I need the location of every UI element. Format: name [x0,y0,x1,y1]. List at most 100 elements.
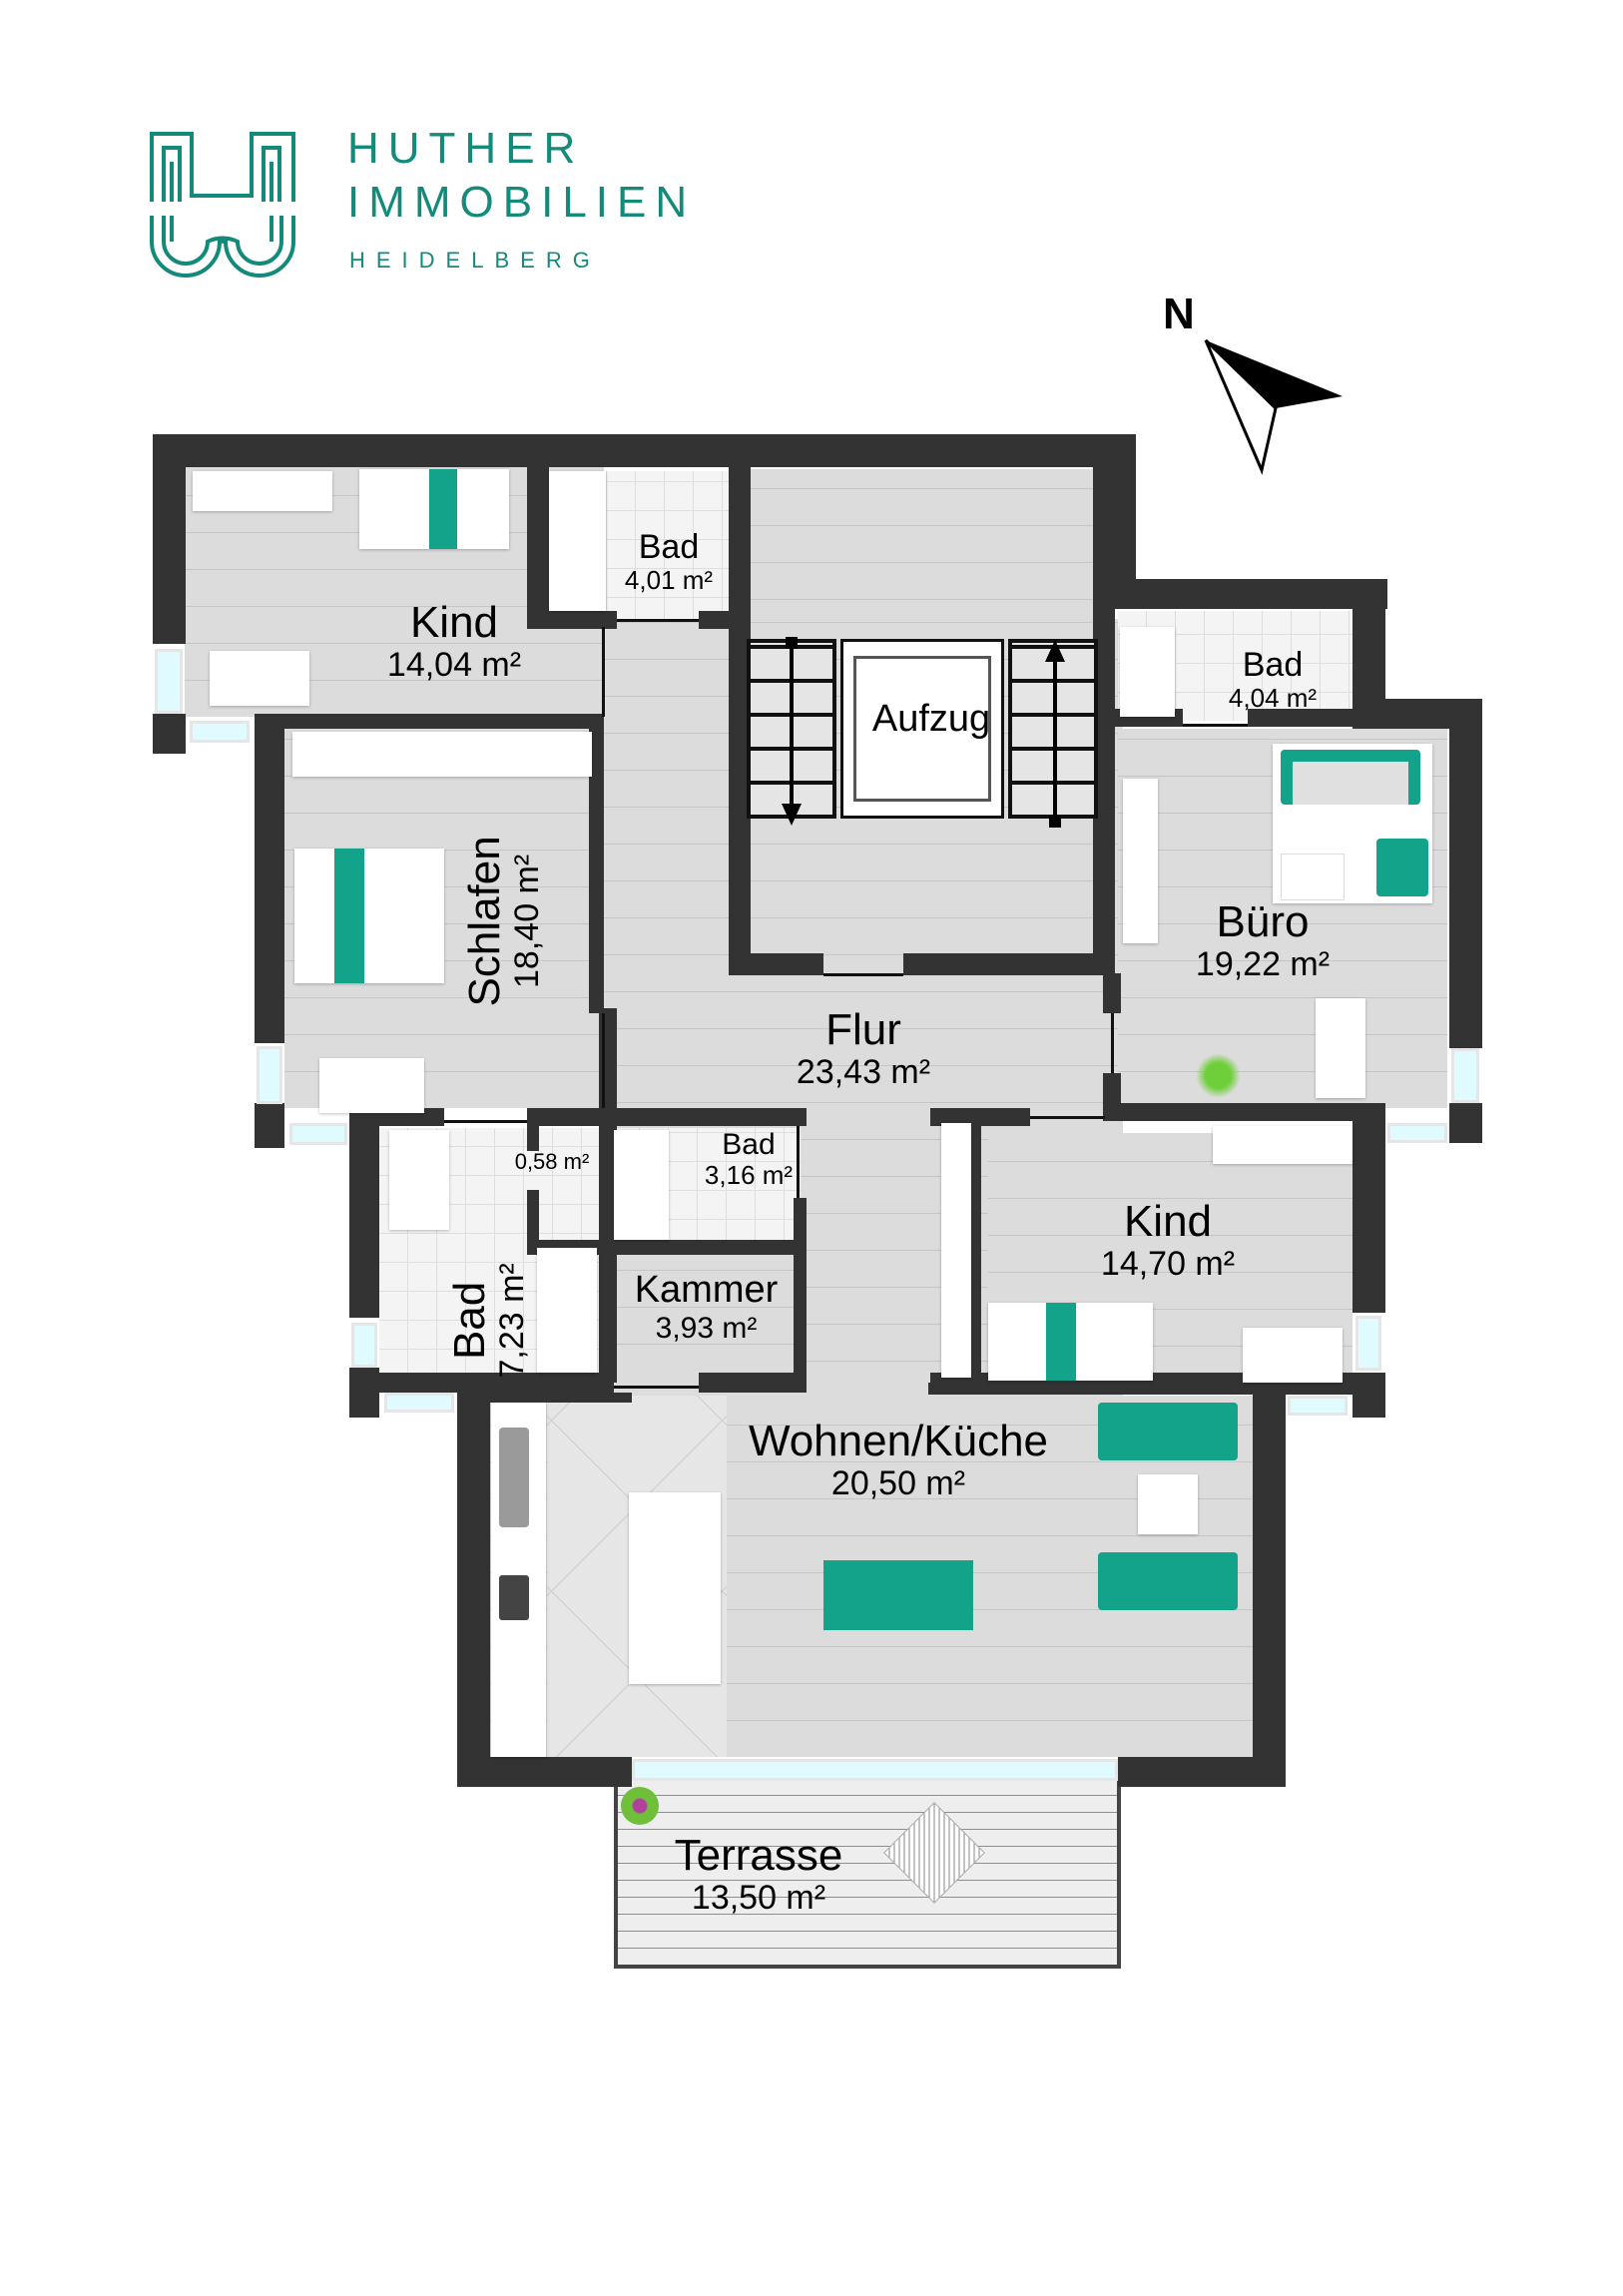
room-area: 4,04 m² [1228,683,1318,714]
room-name: Bad [722,1128,776,1161]
bathtub [389,1130,449,1230]
room-name: Bad [445,1281,495,1361]
wall [1352,579,1385,719]
window [1451,1048,1479,1103]
elevator-shaft [840,639,1004,819]
stair-arrow-down-icon [782,637,802,826]
sink-icon [499,1428,529,1527]
room-buero: Büro 19,22 m² [1163,897,1362,984]
bathtub [1120,627,1175,717]
room-name: Schlafen [460,836,510,1007]
room-area: 14,04 m² [386,646,522,685]
desk [210,651,309,706]
floor-terrasse [614,1779,1121,1969]
wall [379,1373,614,1393]
window [1288,1396,1348,1416]
brand-line-1: HUTHER [347,124,585,173]
room-area: 20,50 m² [830,1464,966,1503]
door-bad-1[interactable] [617,619,699,622]
room-bad-3: Bad 3,16 m² [689,1128,809,1190]
kitchen-island [629,1492,721,1684]
room-area: 14,70 m² [1100,1245,1236,1284]
room-area: 0,58 m² [514,1149,590,1174]
wall [527,1108,807,1126]
wall [527,611,617,629]
door-schlafen[interactable] [602,1013,605,1108]
sofa [1098,1403,1238,1460]
wall [903,953,1115,975]
room-schlafen: Schlafen 18,40 m² [460,812,547,1031]
door-bad-3[interactable] [797,1126,800,1198]
room-name: Bad [1242,646,1304,684]
wall [527,467,549,627]
desk [1243,1328,1343,1383]
door-treppenhaus[interactable] [823,973,903,976]
door-kind-2[interactable] [1030,1116,1105,1119]
wall [457,1393,632,1403]
wall [1248,709,1352,727]
room-flur: Flur 23,43 m² [764,1005,963,1092]
room-name: Bad [638,528,700,566]
room-area: 3,16 m² [704,1160,794,1190]
door-kind-1[interactable] [602,627,605,717]
wall [729,953,823,975]
bed-single [359,469,509,549]
wall [729,467,751,971]
wall [1449,699,1482,1048]
room-name: Kammer [634,1269,779,1311]
wall [1253,1393,1286,1787]
brand-line-3: HEIDELBERG [349,248,601,273]
window [190,721,250,743]
room-area: 7,23 m² [493,1263,532,1379]
room-area: 18,40 m² [508,854,547,988]
room-kammer: Kammer 3,93 m² [614,1269,799,1345]
floor-kammer [611,1256,801,1381]
window [384,1393,454,1413]
wall [1449,1103,1482,1143]
compass-north-label: N [1163,289,1195,338]
desk [319,1058,424,1113]
room-name: Terrasse [674,1831,843,1880]
door-buero[interactable] [1111,1013,1114,1073]
room-name: Kind [409,598,499,647]
window-terrace-door [632,1759,1118,1781]
wall [1103,973,1121,1013]
room-bad-4: Bad 7,23 m² [445,1231,532,1411]
wall [255,714,604,729]
wall [527,1126,539,1151]
room-area: 3,93 m² [655,1311,758,1345]
room-area: 13,50 m² [691,1879,826,1918]
room-wc: 0,58 m² [497,1149,607,1174]
wall [527,1240,807,1255]
wall [153,434,1136,467]
coffee-table [1138,1474,1198,1534]
shelf [941,1123,971,1378]
door-bad-4[interactable] [444,1120,527,1123]
wall [794,1198,807,1388]
stair-arrow-up-icon [1045,640,1065,828]
plant-icon [1196,1053,1241,1098]
sofa-group [1273,744,1432,903]
wardrobe [193,471,332,511]
wall [255,724,284,1043]
bathtub [549,471,606,611]
shelf [1123,779,1158,943]
wardrobe [292,732,592,777]
brand-line-2: IMMOBILIEN [347,178,697,227]
stove-icon [499,1575,529,1620]
room-bad-1: Bad 4,01 m² [604,528,734,595]
room-area: 19,22 m² [1195,945,1331,984]
wall [457,1757,632,1787]
door-bad-2[interactable] [1183,724,1248,727]
shower [614,1130,669,1240]
bed-double [294,849,444,983]
wall [349,1368,379,1418]
room-name: Kind [1123,1197,1213,1246]
door-kammer[interactable] [614,1386,699,1389]
room-kind-1: Kind 14,04 m² [364,598,544,685]
room-bad-2: Bad 4,04 m² [1208,646,1338,714]
window [1355,1316,1381,1371]
wall [928,1383,1268,1395]
bathtub [537,1248,597,1373]
sofa [1098,1552,1238,1610]
